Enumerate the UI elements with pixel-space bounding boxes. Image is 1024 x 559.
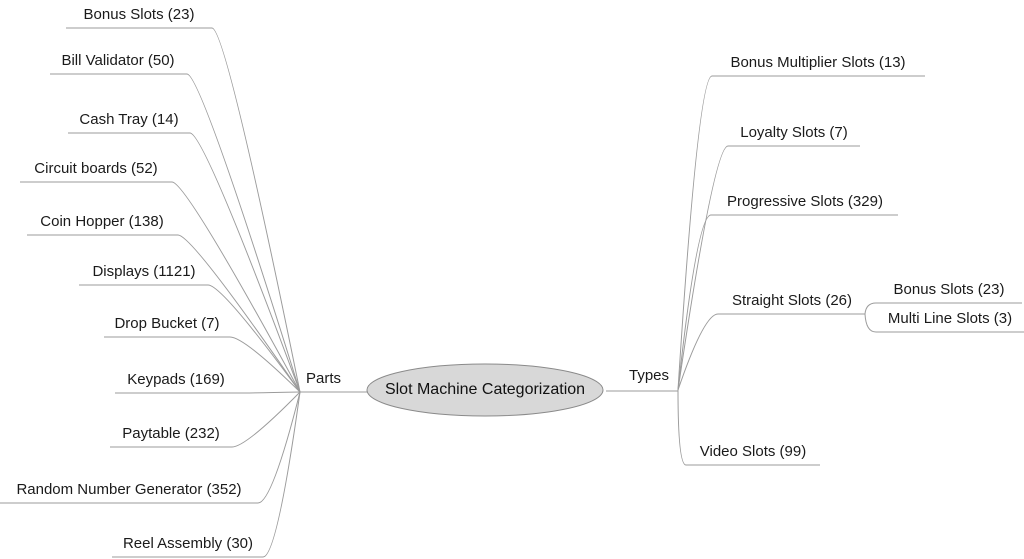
branch-types-label[interactable]: Types: [629, 367, 670, 384]
node-progressive-slots[interactable]: Progressive Slots (329): [727, 193, 883, 210]
edge-progressive-slots: [677, 214, 898, 391]
root-node-ellipse[interactable]: [366, 363, 604, 417]
edge-bonus-multiplier-slots: [677, 75, 925, 391]
node-coin-hopper[interactable]: Coin Hopper (138): [40, 213, 164, 230]
node-paytable[interactable]: Paytable (232): [122, 425, 220, 442]
node-drop-bucket[interactable]: Drop Bucket (7): [114, 315, 220, 332]
branch-parts-label[interactable]: Parts: [306, 370, 342, 387]
edge-cash-tray: [68, 132, 301, 393]
node-straight-multi-line-slots[interactable]: Multi Line Slots (3): [887, 310, 1013, 327]
node-straight-bonus-slots[interactable]: Bonus Slots (23): [893, 281, 1005, 298]
node-displays[interactable]: Displays (1121): [92, 263, 196, 280]
edge-paytable: [110, 391, 301, 448]
node-video-slots[interactable]: Video Slots (99): [699, 443, 807, 460]
node-reel-assembly[interactable]: Reel Assembly (30): [122, 535, 254, 552]
edge-bill-validator: [50, 73, 301, 393]
node-keypads[interactable]: Keypads (169): [127, 371, 225, 388]
node-bonus-multiplier-slots[interactable]: Bonus Multiplier Slots (13): [730, 54, 906, 71]
edge-straight-slots: [677, 313, 865, 391]
node-straight-slots[interactable]: Straight Slots (26): [731, 292, 853, 309]
edge-bonus-slots-parts: [66, 27, 301, 393]
node-bonus-slots-parts[interactable]: Bonus Slots (23): [83, 6, 195, 23]
node-bill-validator[interactable]: Bill Validator (50): [61, 52, 175, 69]
edge-straight-multi-line-slots: [864, 313, 1024, 333]
edge-straight-bonus-slots: [864, 302, 1022, 315]
edge-loyalty-slots: [677, 145, 860, 391]
root-node-label[interactable]: Slot Machine Categorization: [384, 381, 586, 398]
edge-random-number-generator: [0, 391, 301, 504]
edge-coin-hopper: [27, 234, 301, 393]
edge-reel-assembly: [112, 391, 301, 558]
edge-video-slots: [677, 389, 820, 466]
node-random-number-generator[interactable]: Random Number Generator (352): [16, 481, 242, 498]
node-cash-tray[interactable]: Cash Tray (14): [79, 111, 179, 128]
node-circuit-boards[interactable]: Circuit boards (52): [34, 160, 158, 177]
node-loyalty-slots[interactable]: Loyalty Slots (7): [740, 124, 848, 141]
edge-drop-bucket: [104, 336, 301, 393]
edge-displays: [79, 284, 301, 393]
edge-keypads: [115, 391, 301, 394]
edge-circuit-boards: [20, 181, 301, 393]
